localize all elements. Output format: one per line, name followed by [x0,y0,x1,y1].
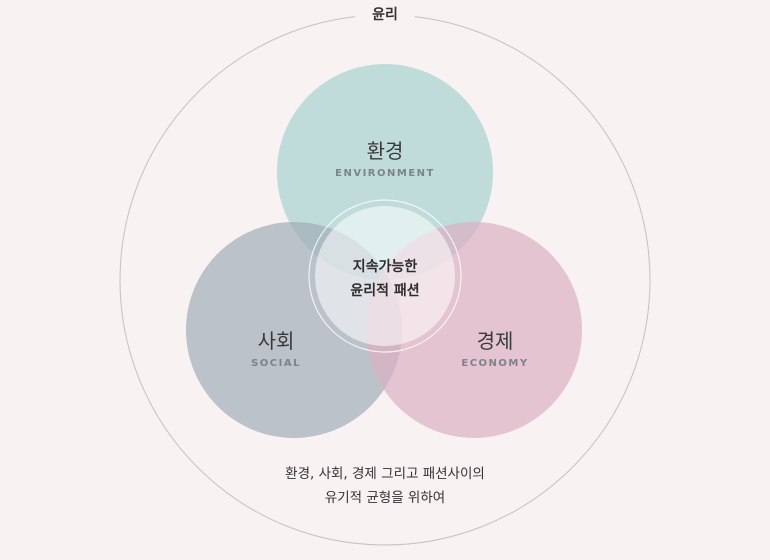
caption-line1: 환경, 사회, 경제 그리고 패션사이의 [285,466,485,482]
environment-title: 환경 [366,139,404,163]
economy-subtitle: ECONOMY [461,358,529,369]
center-label-line2: 윤리적 패션 [350,283,420,299]
outer-ethics-label: 윤리 [355,4,415,24]
environment-circle [277,64,493,280]
center-label-line1: 지속가능한 [352,259,418,275]
center-label: 지속가능한 윤리적 패션 [325,255,445,303]
center-circle [315,206,455,346]
caption-line2: 유기적 균형을 위하여 [324,490,446,506]
economy-title: 경제 [476,329,514,353]
environment-subtitle: ENVIRONMENT [335,168,435,179]
center-ring [308,199,462,353]
social-title: 사회 [257,329,295,353]
diagram-caption: 환경, 사회, 경제 그리고 패션사이의 유기적 균형을 위하여 [185,462,585,510]
social-subtitle: SOCIAL [251,358,301,369]
